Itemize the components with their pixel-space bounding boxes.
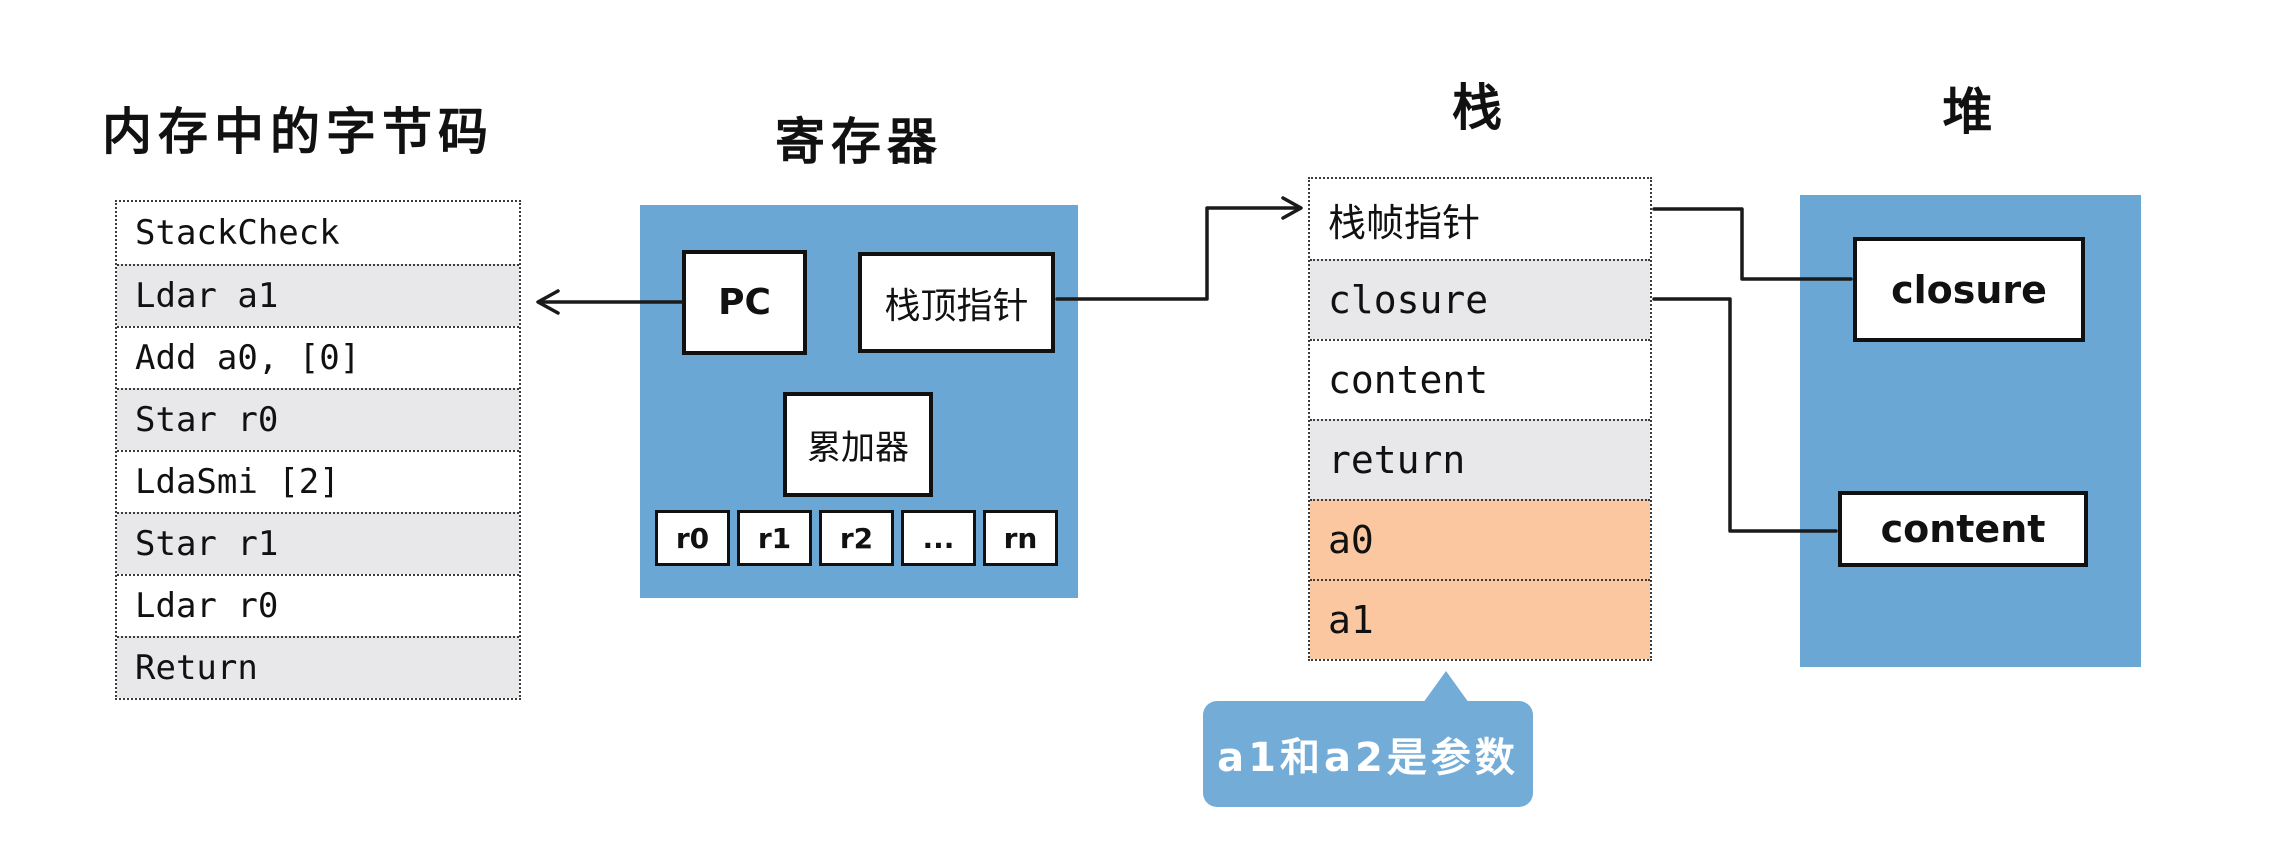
stack-row: return [1310,419,1650,499]
stack-row: a1 [1310,579,1650,659]
bytecode-section-title: 内存中的字节码 [102,103,494,161]
general-register-box: r2 [819,510,894,566]
heap-content-label: content [1880,507,2046,551]
stack-row: 栈帧指针 [1310,179,1650,259]
heap-section-title: 堆 [1942,83,1999,141]
general-register-box: ... [901,510,976,566]
bytecode-row: LdaSmi [2] [117,450,519,512]
heap-closure-label: closure [1891,267,2047,312]
parameters-callout-text: a1和a2是参数 [1217,735,1519,781]
pc-register-label: PC [718,282,771,323]
stack-section-title: 栈 [1452,79,1508,137]
heap-content-box: content [1838,491,2088,567]
stack-row: a0 [1310,499,1650,579]
stack-row: content [1310,339,1650,419]
accumulator-box: 累加器 [783,392,933,497]
callout-pointer-triangle [1423,671,1469,703]
accumulator-label: 累加器 [807,428,909,468]
heap-closure-box: closure [1853,237,2085,342]
registers-section-title: 寄存器 [775,113,943,171]
general-register-box: r1 [737,510,812,566]
general-register-box: rn [983,510,1058,566]
bytecode-row: Star r0 [117,388,519,450]
bytecode-row: Add a0, [0] [117,326,519,388]
bytecode-row: Ldar a1 [117,264,519,326]
stack-top-pointer-label: 栈顶指针 [884,285,1029,327]
bytecode-row: StackCheck [117,202,519,264]
pc-register-box: PC [682,250,807,355]
bytecode-row: Star r1 [117,512,519,574]
stack-top-pointer-box: 栈顶指针 [858,252,1055,353]
bytecode-row: Return [117,636,519,698]
stack-row: closure [1310,259,1650,339]
parameters-callout: a1和a2是参数 [1203,701,1533,807]
bytecode-row: Ldar r0 [117,574,519,636]
general-register-box: r0 [655,510,730,566]
stacktop-to-stack-arrow [1055,196,1303,301]
